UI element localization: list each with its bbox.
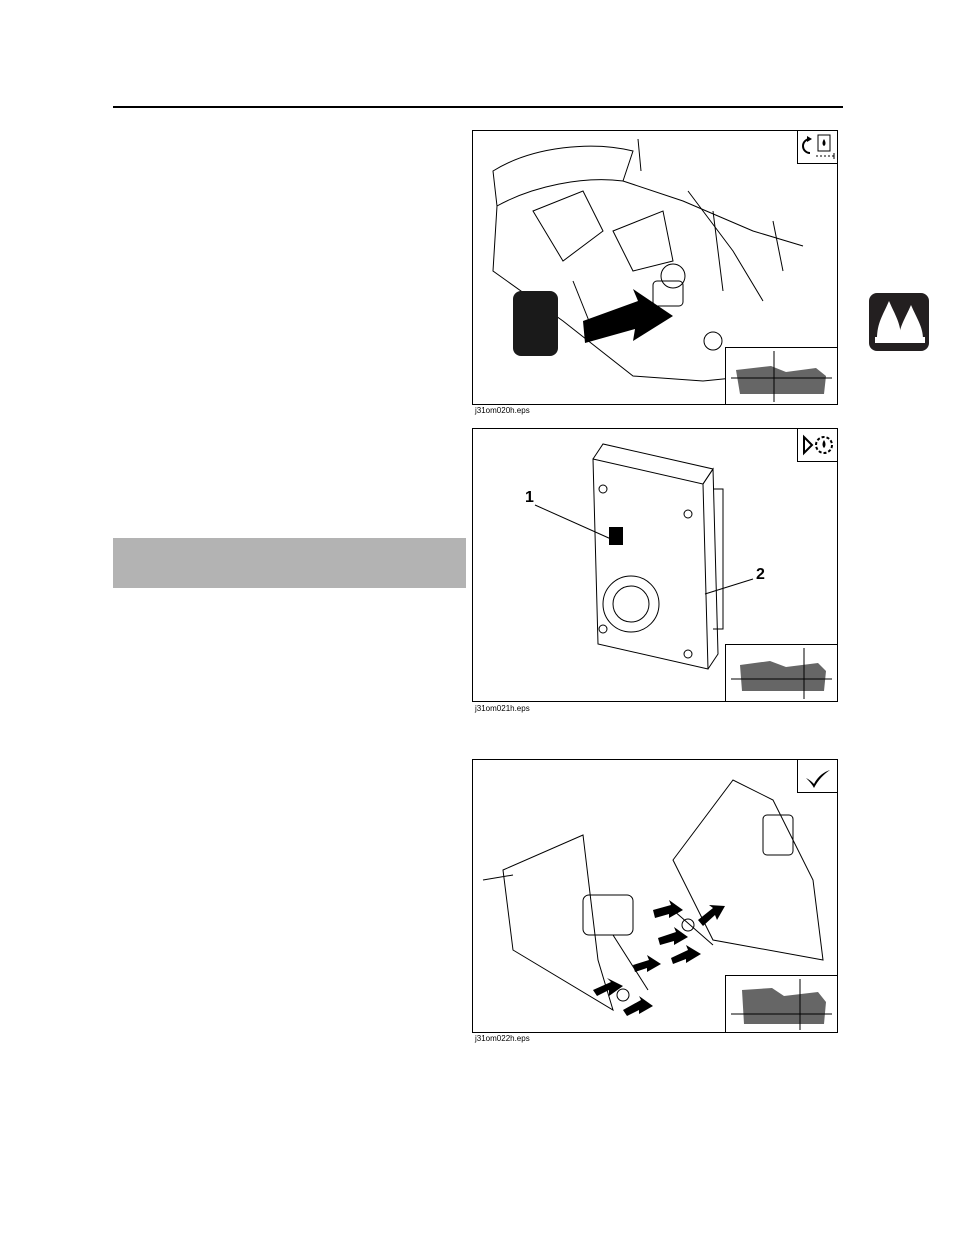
refill-fluid-icon: [797, 131, 837, 164]
figure-gearbox-level: 1 2: [472, 428, 838, 702]
fluids-section-tab: [869, 293, 929, 351]
fluid-drops-icon: [869, 293, 929, 351]
machine-locator-thumbnail: [725, 644, 837, 701]
figure-caption: j31om021h.eps: [475, 704, 530, 713]
callout-1: 1: [525, 489, 534, 507]
header-rule: [113, 106, 843, 108]
figure-caption: j31om020h.eps: [475, 406, 530, 415]
machine-locator-thumbnail: [725, 975, 837, 1032]
check-fluid-level-icon: [797, 429, 837, 462]
figure-caption: j31om022h.eps: [475, 1034, 530, 1043]
callout-2: 2: [756, 566, 765, 584]
figure-hydraulic-filter: [472, 130, 838, 405]
section-heading-bar: [113, 538, 466, 588]
machine-locator-thumbnail: [725, 347, 837, 404]
figure-lubrication-points: [472, 759, 838, 1033]
checkmark-icon: [797, 760, 837, 793]
